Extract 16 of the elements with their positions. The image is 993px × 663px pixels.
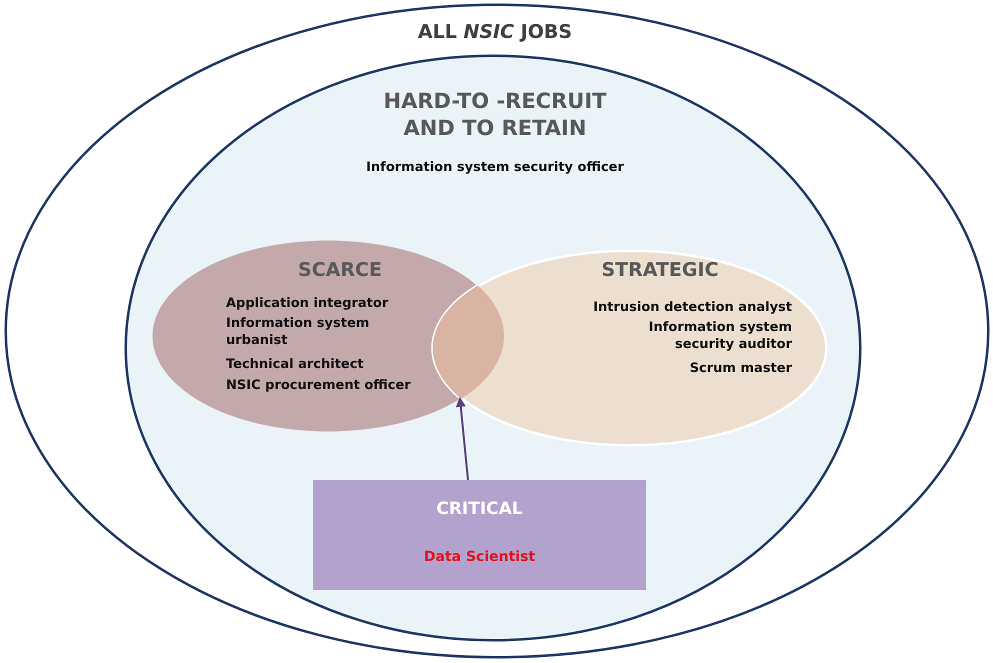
job-title: NSIC procurement officer [226,378,412,395]
heading: STRATEGIC [600,258,720,283]
category-box [313,480,646,590]
job-title: Data Scientist [422,548,536,566]
job-title: Information system urbanist [226,316,370,350]
job-title: Application integrator [226,296,390,313]
arrow [456,396,469,480]
job-title: Information system security auditor [648,320,792,354]
heading: SCARCE [297,258,383,283]
heading: ALL NSIC JOBS [416,20,574,45]
job-title: Technical architect [226,357,365,374]
heading: CRITICAL [435,498,524,520]
heading: HARD-TO -RECRUIT AND TO RETAIN [382,88,608,142]
job-title: Information system security officer [365,160,625,177]
job-title: Intrusion detection analyst [592,300,792,317]
job-title: Scrum master [688,361,792,378]
